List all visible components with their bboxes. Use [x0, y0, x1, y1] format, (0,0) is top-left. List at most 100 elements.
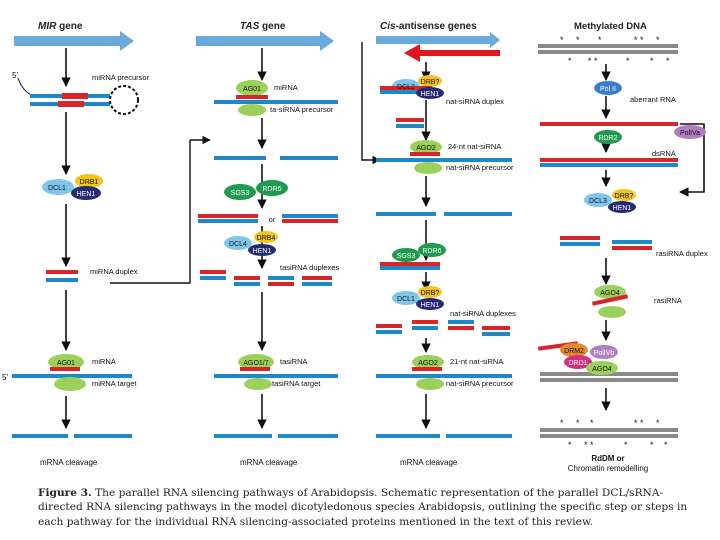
- pol-ii: Pol II: [594, 81, 622, 95]
- drd1-label: DRD1: [568, 360, 587, 367]
- nat-rdr6-label: RDR6: [422, 248, 441, 255]
- methylation-marks-bottom: * * * * * * * * * * * *: [560, 418, 668, 450]
- rasirna-duplex-label: rasiRNA duplex: [656, 249, 708, 258]
- svg-text:*: *: [640, 35, 644, 45]
- nat-sgs3-label: SGS3: [397, 253, 416, 260]
- nat-mrna-cleavage-fragments: [376, 434, 512, 438]
- nat-dcl1-complex: DRB? DCL1 HEN1: [392, 286, 444, 310]
- mir-pathway: MIR gene 5' miRNA precursor DRB1 DCL1 HE…: [2, 21, 211, 467]
- dcl3-label: DCL3: [589, 198, 607, 205]
- mirna-precursor-hairpin: 5' miRNA precursor: [12, 71, 150, 115]
- ago2b-label: AGO2: [418, 360, 438, 367]
- svg-text:*: *: [598, 35, 602, 45]
- svg-text:*: *: [576, 35, 580, 45]
- dcl1-complex: DRB1 DCL1 HEN1: [42, 174, 103, 200]
- mir-outcome-label: mRNA cleavage: [40, 458, 98, 467]
- svg-text:*: *: [590, 418, 594, 428]
- rdr2: RDR2: [594, 130, 622, 144]
- svg-text:*: *: [588, 56, 592, 66]
- nat-drb2-label: DRB?: [421, 290, 440, 297]
- meth-hen1-label: HEN1: [613, 205, 632, 212]
- svg-text:Cis-antisense genes: Cis-antisense genes: [380, 21, 477, 32]
- mir-gene-arrow: MIR gene: [14, 21, 134, 51]
- svg-text:*: *: [594, 56, 598, 66]
- ago4-rasirna: AGO4 rasiRNA: [591, 285, 682, 318]
- svg-text:*: *: [650, 56, 654, 66]
- svg-text:*: *: [634, 35, 638, 45]
- nat-duplexes-label: nat-siRNA duplexes: [450, 309, 516, 318]
- rdr2-label: RDR2: [598, 135, 617, 142]
- svg-text:*: *: [634, 418, 638, 428]
- ago17-label: AGO1/7: [243, 360, 268, 367]
- aberrant-rna: aberrant RNA: [540, 95, 678, 126]
- dsrna: dsRNA: [540, 149, 678, 167]
- figure-caption-label: Figure 3.: [38, 487, 92, 499]
- svg-text:*: *: [584, 440, 588, 450]
- rdr6-label: RDR6: [262, 186, 281, 193]
- dcl1-label: DCL1: [48, 185, 66, 192]
- svg-text:*: *: [656, 418, 660, 428]
- chromatin-remodelling-label: Chromatin remodelling: [568, 464, 648, 473]
- hen1-label: HEN1: [77, 191, 96, 198]
- pol-ivb-label: PolIVb: [594, 350, 615, 357]
- drb1-label: DRB1: [80, 179, 99, 186]
- svg-text:*: *: [568, 56, 572, 66]
- svg-text:*: *: [590, 440, 594, 450]
- figure-caption-text: The parallel RNA silencing pathways of A…: [38, 487, 688, 528]
- tas-rdr-fragments: [214, 156, 338, 160]
- sgs3-label: SGS3: [231, 190, 250, 197]
- tasirna-duplexes: tasiRNA duplexes: [200, 263, 339, 286]
- svg-text:*: *: [560, 418, 564, 428]
- methylated-dna-title: Methylated DNA: [574, 21, 647, 32]
- methylated-dna-strand-bottom: [540, 428, 678, 438]
- nat-drb-label: DRB?: [421, 79, 440, 86]
- svg-text:*: *: [560, 35, 564, 45]
- tas-ago1-label: AG01: [243, 86, 261, 93]
- rasirna-label: rasiRNA: [654, 296, 682, 305]
- ago4b-label: AGO4: [592, 366, 612, 373]
- dcl4-complex: DRB4 DCL4 HEN1: [224, 231, 278, 256]
- svg-text:*: *: [650, 440, 654, 450]
- dcl3-complex: DRB? DCL3 HEN1: [584, 189, 636, 213]
- tas-precursor-label: ta-siRNA precursor: [270, 105, 334, 114]
- svg-text:*: *: [640, 418, 644, 428]
- nat-hen1b-label: HEN1: [421, 302, 440, 309]
- tas-pathway: TAS gene AG01 miRNA ta-siRNA precursor S…: [196, 21, 339, 467]
- pol-ii-label: Pol II: [600, 86, 616, 93]
- ago4-label: AGO4: [600, 290, 620, 297]
- ago2-label: AGO2: [416, 145, 436, 152]
- or-label: or: [269, 215, 276, 224]
- meth-drb-label: DRB?: [615, 193, 634, 200]
- ago2-21nt-complex: AGO2 21-nt nat-siRNA nat-siRNA precursor: [376, 355, 514, 390]
- tas-hen1-label: HEN1: [253, 248, 272, 255]
- aberrant-rna-label: aberrant RNA: [630, 95, 676, 104]
- five-prime-label: 5': [12, 71, 18, 80]
- svg-text:*: *: [626, 56, 630, 66]
- mirna-label: miRNA: [92, 357, 116, 366]
- rddm-complex: DRM2 DRD1 PolIVb AGO4: [537, 341, 678, 382]
- tasirna-target-label: tasiRNA target: [272, 379, 321, 388]
- cis-antisense-arrows: Cis-antisense genes: [376, 21, 500, 62]
- ago1-label: AG01: [57, 360, 75, 367]
- svg-text:*: *: [624, 440, 628, 450]
- nat-precursor2-label: nat-siRNA precursor: [446, 379, 514, 388]
- svg-text:*: *: [666, 56, 670, 66]
- tas-ago1-precursor: AG01 miRNA ta-siRNA precursor: [214, 80, 338, 116]
- mirna-precursor-label: miRNA precursor: [92, 73, 150, 82]
- svg-text:TAS gene: TAS gene: [240, 21, 286, 32]
- target-five-prime-label: 5': [2, 373, 8, 382]
- drb4-label: DRB4: [257, 235, 276, 242]
- nat-precursor-label: nat-siRNA precursor: [446, 163, 514, 172]
- rddm-label: RdDM or: [591, 454, 624, 463]
- svg-text:*: *: [576, 418, 580, 428]
- figure-caption: Figure 3. The parallel RNA silencing pat…: [38, 486, 698, 529]
- svg-text:*: *: [656, 35, 660, 45]
- tas-dsrna: or: [198, 214, 338, 224]
- nat-21nt-label: 21-nt nat-siRNA: [450, 357, 503, 366]
- ago2-24nt-complex: AGO2 24-nt nat-siRNA nat-siRNA precursor: [376, 140, 514, 174]
- nat-24nt-label: 24-nt nat-siRNA: [448, 142, 501, 151]
- svg-text:*: *: [568, 440, 572, 450]
- tasirna-duplexes-label: tasiRNA duplexes: [280, 263, 339, 272]
- dcl2-complex: DRB? DCL2 HEN1 nat-siRNA duplex: [380, 75, 504, 106]
